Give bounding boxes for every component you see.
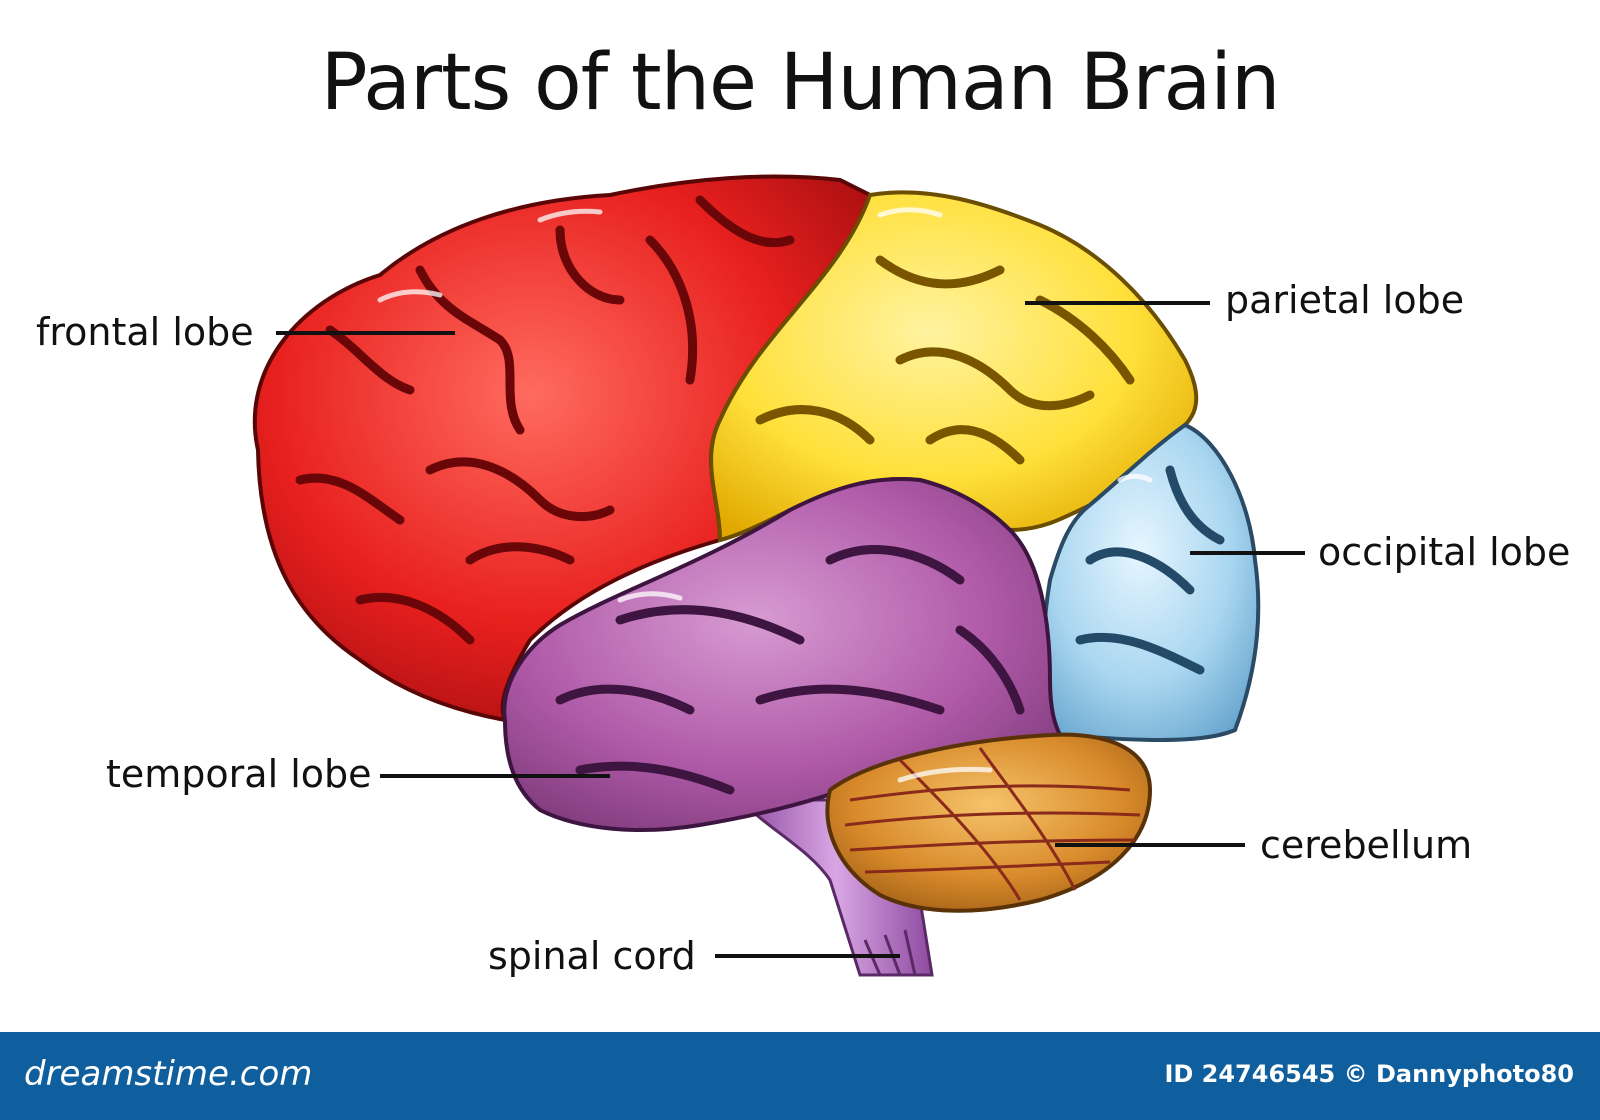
footer-bar: dreamstime.com ID 24746545 © Dannyphoto8… bbox=[0, 1032, 1600, 1120]
image-credit: ID 24746545 © Dannyphoto80 bbox=[1164, 1060, 1574, 1088]
diagram-title: Parts of the Human Brain bbox=[320, 38, 1281, 128]
brand-logo[interactable]: dreamstime.com bbox=[24, 1054, 313, 1094]
spinal-cord-label: spinal cord bbox=[488, 934, 696, 978]
temporal-lobe-label: temporal lobe bbox=[106, 752, 372, 796]
temporal-lobe-region bbox=[502, 477, 1064, 832]
leader-lines bbox=[276, 301, 1305, 958]
occipital-lobe-label: occipital lobe bbox=[1318, 530, 1571, 574]
cerebellum-label: cerebellum bbox=[1260, 823, 1473, 867]
parietal-lobe-label: parietal lobe bbox=[1225, 278, 1465, 322]
frontal-lobe-label: frontal lobe bbox=[36, 310, 254, 354]
